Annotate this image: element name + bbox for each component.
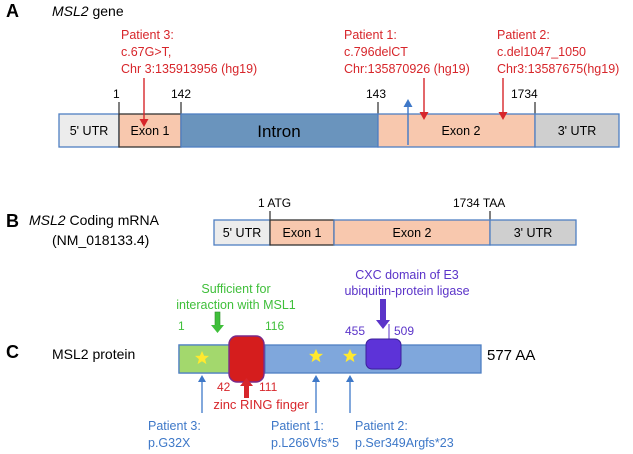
protein-patient3-line2: p.G32X <box>148 436 191 450</box>
cxc-start-pos: 455 <box>345 324 365 338</box>
gene-pos-1: 1 <box>113 87 120 101</box>
cxc-annotation-line1: CXC domain of E3 <box>355 268 459 282</box>
protein-length-label: 577 AA <box>487 347 535 364</box>
ring-start-pos: 42 <box>217 380 231 394</box>
panel-b-letter: B <box>6 211 19 231</box>
gene-exon2-label: Exon 2 <box>442 124 481 138</box>
star-icon-patient3 <box>195 351 209 365</box>
gene-utr3-label: 3' UTR <box>558 124 597 138</box>
protein-patient1-line1: Patient 1: <box>271 419 324 433</box>
gene-patient2-line3: Chr3:13587675(hg19) <box>497 62 619 76</box>
cxc-annotation-line2: ubiquitin-protein ligase <box>344 284 469 298</box>
ring-end-pos: 111 <box>259 380 278 394</box>
panel-c-letter: C <box>6 342 19 362</box>
gene-intron-box <box>180 113 379 148</box>
panel-a-letter: A <box>6 1 19 21</box>
msl1-annotation-line1: Sufficient for <box>201 282 270 296</box>
gene-patient1-line1: Patient 1: <box>344 28 397 42</box>
mrna-exon2-label: Exon 2 <box>393 226 432 240</box>
gene-patient3-line1: Patient 3: <box>121 28 174 42</box>
ring-arrow-icon <box>240 378 253 398</box>
msl1-arrow-icon <box>211 311 224 333</box>
mrna-utr5-label: 5' UTR <box>223 226 262 240</box>
protein-patient2-arrow <box>346 375 354 413</box>
gene-intron-label: Intron <box>257 122 300 141</box>
panel-b-accession: (NM_018133.4) <box>52 232 149 248</box>
gene-patient2-line2: c.del1047_1050 <box>497 45 586 59</box>
star-icon-patient2 <box>343 349 357 363</box>
mrna-utr5-box <box>213 219 271 246</box>
gene-patient1-line3: Chr:135870926 (hg19) <box>344 62 470 76</box>
protein-patient3-arrow <box>198 375 206 413</box>
gene-patient1-line2: c.796delCT <box>344 45 408 59</box>
protein-patient3-line1: Patient 3: <box>148 419 201 433</box>
gene-blue-marker-arrow <box>403 99 413 145</box>
cxc-arrow-icon <box>376 299 390 329</box>
mrna-utr3-label: 3' UTR <box>514 226 553 240</box>
gene-utr3-box <box>534 113 620 148</box>
mrna-exon1-label: Exon 1 <box>283 226 322 240</box>
mrna-start-label: 1 ATG <box>258 196 291 210</box>
protein-label: MSL2 protein <box>52 346 135 362</box>
protein-patient1-arrow <box>312 375 320 413</box>
protein-patient2-line1: Patient 2: <box>355 419 408 433</box>
mrna-end-label: 1734 TAA <box>453 196 505 210</box>
panel-b-title: MSL2 Coding mRNA <box>29 212 160 228</box>
panel-a-gene-name: MSL2 <box>52 3 89 19</box>
panel-a-title: MSL2 gene <box>52 3 124 19</box>
gene-pos-143: 143 <box>366 87 386 101</box>
gene-patient3-line3: Chr 3:135913956 (hg19) <box>121 62 257 76</box>
gene-utr5-label: 5' UTR <box>70 124 109 138</box>
cxc-end-pos: 509 <box>394 324 414 338</box>
ring-finger-label: zinc RING finger <box>213 397 309 412</box>
protein-patient1-line2: p.L266Vfs*5 <box>271 436 339 450</box>
panel-b-gene-name: MSL2 <box>29 212 66 228</box>
gene-patient3-arrow <box>139 78 149 127</box>
panel-b-title-suffix: Coding mRNA <box>66 212 160 228</box>
gene-exon2-box <box>377 113 536 148</box>
panel-a-title-suffix: gene <box>89 3 124 19</box>
cxc-domain-box <box>365 338 402 370</box>
msl1-annotation-line2: interaction with MSL1 <box>176 298 296 312</box>
gene-utr5-box <box>58 113 120 148</box>
mrna-utr3-box <box>489 219 577 246</box>
protein-patient2-line2: p.Ser349Argfs*23 <box>355 436 454 450</box>
gene-exon1-box <box>118 113 182 148</box>
gene-patient1-arrow <box>419 78 429 120</box>
gene-exon1-label: Exon 1 <box>131 124 170 138</box>
gene-patient3-line2: c.67G>T, <box>121 45 171 59</box>
gene-patient2-arrow <box>498 78 508 120</box>
star-icon-patient1 <box>309 349 323 363</box>
msl1-start-pos: 1 <box>178 319 185 333</box>
msl1-end-pos: 116 <box>265 319 284 333</box>
gene-pos-1734: 1734 <box>511 87 538 101</box>
gene-patient2-line1: Patient 2: <box>497 28 550 42</box>
ring-finger-domain-box <box>228 335 265 383</box>
mrna-exon1-box <box>269 219 335 246</box>
gene-pos-142: 142 <box>171 87 191 101</box>
